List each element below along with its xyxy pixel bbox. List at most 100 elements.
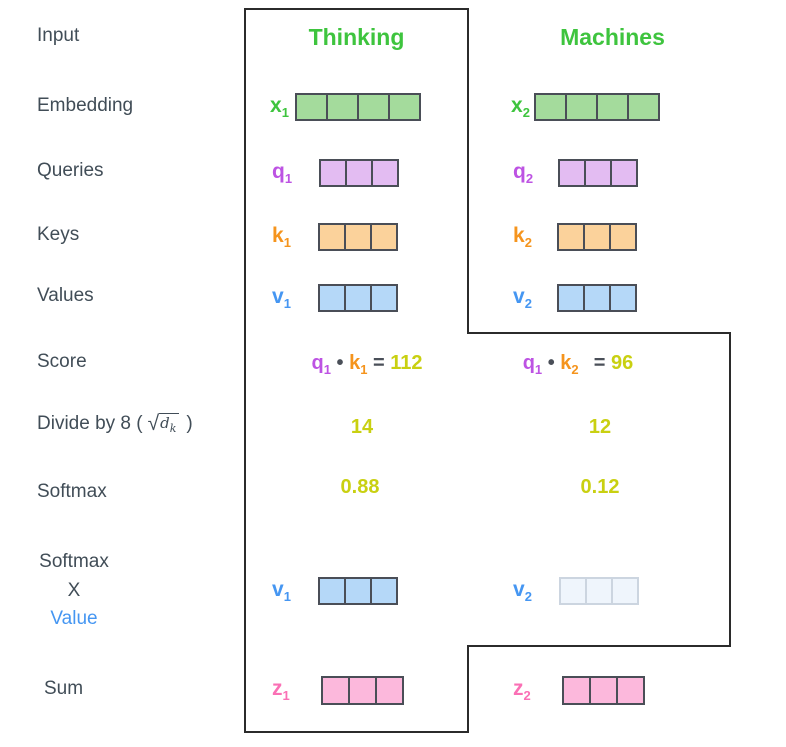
row-label-divide: Divide by 8 ( √dk ) [37, 413, 193, 435]
column-header-machines: Machines [560, 24, 665, 50]
vector-cell [317, 223, 346, 251]
vector-cell [317, 284, 346, 312]
vector-cell [343, 284, 372, 312]
vector-cells [317, 577, 398, 605]
row-label-values: Values [37, 285, 94, 306]
vector-k1: k1 [272, 223, 398, 251]
vector-cell [374, 676, 404, 705]
vector-q1: q1 [272, 159, 400, 187]
dot-product-icon: • [547, 352, 555, 374]
vector-v2: v2 [513, 284, 637, 312]
vector-cells [556, 223, 637, 251]
divided-score-right: 12 [588, 416, 612, 438]
vector-cell [387, 93, 421, 121]
vector-cell [588, 676, 618, 705]
vector-cell [556, 223, 585, 251]
vector-label: k2 [513, 223, 532, 251]
vector-cell [610, 159, 639, 187]
vector-cell [317, 577, 346, 605]
column-header-thinking: Thinking [308, 24, 405, 50]
vector-cell [294, 93, 328, 121]
equals-sign: = [373, 352, 385, 374]
vector-label: k1 [272, 223, 291, 251]
divide-label-prefix: Divide by 8 ( [37, 413, 143, 434]
vector-v1-weighted: v1 [272, 577, 398, 605]
vector-x1: x1 [270, 93, 421, 121]
vector-cells [317, 284, 398, 312]
row-label-score: Score [37, 351, 87, 372]
vector-cell [610, 577, 639, 605]
vector-cell [595, 93, 629, 121]
vector-cells [558, 159, 639, 187]
vector-cell [369, 577, 398, 605]
row-label-softmax: Softmax [37, 481, 107, 502]
vector-cells [320, 676, 404, 705]
sqrt-radical-sign: √ [147, 412, 160, 435]
vector-label: v2 [513, 577, 532, 605]
softmax-value-left: 0.88 [340, 476, 380, 498]
row-label-softmax-x-value: Softmax X Value [33, 548, 115, 634]
vector-cell [319, 159, 348, 187]
score-k-term: k2 [560, 352, 579, 377]
vector-k2: k2 [513, 223, 637, 251]
vector-cell [608, 284, 637, 312]
vector-cell [343, 223, 372, 251]
divide-label-suffix: ) [186, 413, 193, 434]
vector-cell [626, 93, 660, 121]
vector-cell [343, 577, 372, 605]
vector-cell [584, 577, 613, 605]
vector-cell [584, 159, 613, 187]
vector-cell [558, 159, 587, 187]
vector-cells [294, 93, 421, 121]
vector-label: q1 [272, 159, 293, 187]
vector-cell [345, 159, 374, 187]
vector-cell [556, 284, 585, 312]
vector-cell [356, 93, 390, 121]
score-q-term: q1 [522, 352, 543, 377]
vector-cells [556, 284, 637, 312]
vector-cell [369, 284, 398, 312]
vector-cell [561, 676, 591, 705]
sqrt-radicand-dk: dk [159, 413, 180, 435]
vector-cells [558, 577, 639, 605]
vector-q2: q2 [513, 159, 639, 187]
vector-cell [325, 93, 359, 121]
vector-label: x2 [511, 93, 530, 121]
vector-cell [320, 676, 350, 705]
score-value: 112 [390, 352, 423, 374]
vector-cell [369, 223, 398, 251]
vector-cell [608, 223, 637, 251]
vector-cell [371, 159, 400, 187]
equals-sign: = [593, 352, 606, 374]
vector-cell [564, 93, 598, 121]
vector-z1: z1 [272, 676, 404, 705]
vector-label: v1 [272, 577, 291, 605]
vector-z2: z2 [513, 676, 645, 705]
softmax-x-value-line2: X [67, 579, 81, 601]
row-label-embedding: Embedding [37, 95, 134, 116]
softmax-x-value-line1: Softmax [39, 551, 109, 572]
vector-x2: x2 [511, 93, 660, 121]
vector-label: x1 [270, 93, 289, 121]
vector-v1: v1 [272, 284, 398, 312]
vector-cells [317, 223, 398, 251]
divided-score-left: 14 [350, 416, 374, 438]
row-label-sum: Sum [44, 678, 84, 699]
softmax-x-value-line3: Value [50, 608, 98, 629]
vector-label: q2 [513, 159, 534, 187]
row-label-queries: Queries [37, 160, 104, 181]
vector-cells [533, 93, 660, 121]
vector-cell [582, 284, 611, 312]
score-value: 96 [611, 352, 634, 374]
row-label-keys: Keys [37, 224, 80, 245]
vector-label: v2 [513, 284, 532, 312]
row-label-input: Input [37, 25, 80, 46]
vector-label: z1 [272, 677, 290, 704]
vector-cells [561, 676, 645, 705]
score-expression-right: q1 • k2 = 96 [478, 352, 678, 377]
vector-cell [347, 676, 377, 705]
vector-v2-weighted-faded: v2 [513, 577, 639, 605]
softmax-value-right: 0.12 [580, 476, 620, 498]
score-k-term: k1 [349, 352, 368, 377]
vector-label: z2 [513, 677, 531, 704]
